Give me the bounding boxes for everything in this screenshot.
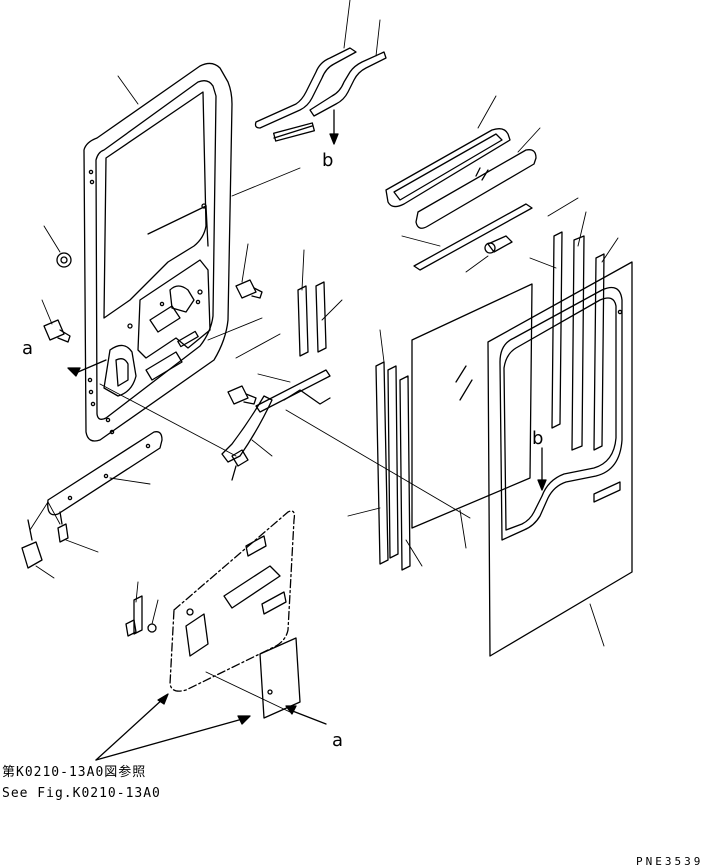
arrows <box>67 109 547 761</box>
glass-pane <box>411 283 533 529</box>
window-seals-upper <box>385 128 537 271</box>
leader-lines <box>29 0 619 713</box>
inner-trim-panel <box>169 510 296 692</box>
vertical-channel-mid <box>297 281 327 357</box>
reference-note-en: See Fig.K0210-13A0 <box>2 786 161 801</box>
callout-a-bottom: a <box>332 730 344 751</box>
runner-strips <box>375 231 605 571</box>
callout-b-right: b <box>532 428 544 449</box>
callout-a-left: a <box>22 338 34 359</box>
reference-note-jp: 第K0210-13A0図参照 <box>2 765 147 780</box>
bolt-part-lower <box>227 385 257 405</box>
bolt-part-left <box>43 319 71 343</box>
outer-door-panel <box>487 261 633 657</box>
bolt-part-mid <box>235 279 263 299</box>
drawing-code: PNE3539 <box>636 855 704 868</box>
clip-parts <box>125 595 157 637</box>
lower-bracket <box>47 431 163 516</box>
upper-guide-rail <box>254 47 387 142</box>
grommet-part <box>56 252 72 268</box>
latch-assembly <box>221 369 331 481</box>
inner-trim-panel-detail <box>185 535 301 719</box>
callout-b-top: b <box>322 150 334 171</box>
door-frame <box>83 62 233 442</box>
screw-part-lower <box>21 511 69 569</box>
